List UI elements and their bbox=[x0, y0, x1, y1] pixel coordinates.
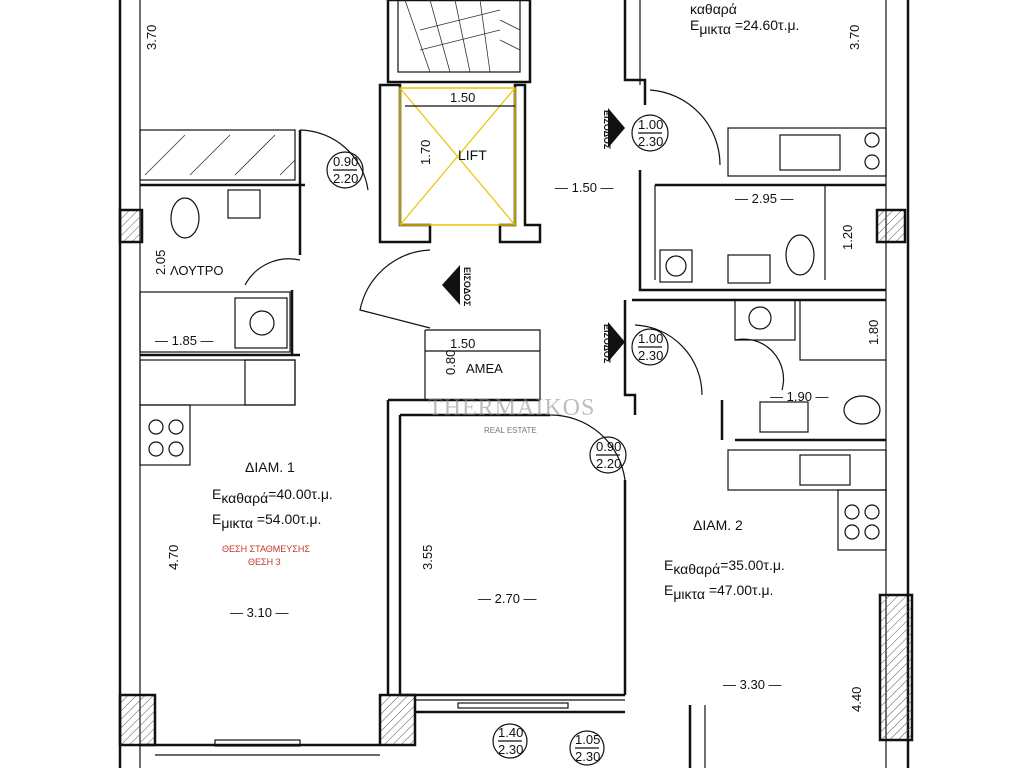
svg-text:2.30: 2.30 bbox=[575, 749, 600, 764]
svg-text:ΘΕΣΗ 3: ΘΕΣΗ 3 bbox=[248, 557, 281, 567]
door-tag: 0.90 2.20 bbox=[326, 151, 364, 189]
svg-text:2.05: 2.05 bbox=[153, 250, 168, 275]
entrance-arrow-icon bbox=[608, 322, 625, 362]
svg-text:ΔΙΑΜ. 1: ΔΙΑΜ. 1 bbox=[245, 459, 295, 475]
svg-text:3.55: 3.55 bbox=[420, 545, 435, 570]
svg-text:Eμικτα =47.00τ.μ.: Eμικτα =47.00τ.μ. bbox=[664, 582, 773, 602]
apt2-walls bbox=[623, 0, 887, 768]
dim-lift-height: 1.70 bbox=[418, 140, 433, 165]
svg-text:— 1.50 —: — 1.50 — bbox=[555, 180, 614, 195]
svg-text:0.90: 0.90 bbox=[333, 154, 358, 169]
svg-text:2.30: 2.30 bbox=[498, 742, 523, 757]
entrance-label: ΕΙΣΟΔΟΣ bbox=[602, 110, 612, 150]
door-tag: 1.40 2.30 bbox=[492, 723, 528, 759]
door-tag: 1.00 2.30 bbox=[631, 328, 669, 366]
door-tags: 0.90 2.20 1.00 2.30 1.00 2.30 0.90 2.20 1.40… bbox=[326, 114, 669, 766]
svg-text:0.90: 0.90 bbox=[596, 439, 621, 454]
door-tag: 1.05 2.30 bbox=[569, 730, 605, 766]
svg-text:1.50: 1.50 bbox=[450, 336, 475, 351]
column bbox=[118, 208, 144, 244]
lift-shaft: 1.50 1.70 LIFT bbox=[378, 83, 542, 244]
apt1-walls bbox=[139, 129, 627, 697]
column bbox=[875, 208, 907, 244]
svg-text:— 3.10 —: — 3.10 — bbox=[230, 605, 289, 620]
svg-text:— 3.30 —: — 3.30 — bbox=[723, 677, 782, 692]
staircase bbox=[386, 0, 532, 84]
svg-text:4.70: 4.70 bbox=[166, 545, 181, 570]
entrance-label: ΕΙΣΟΔΟΣ bbox=[602, 324, 612, 364]
svg-text:1.20: 1.20 bbox=[840, 225, 855, 250]
amea-label: ΑΜΕΑ bbox=[466, 361, 503, 376]
svg-text:Eμικτα =24.60τ.μ.: Eμικτα =24.60τ.μ. bbox=[690, 17, 799, 37]
svg-text:— 1.90 —: — 1.90 — bbox=[770, 389, 829, 404]
svg-text:2.20: 2.20 bbox=[596, 456, 621, 471]
entrance-markers: ΕΙΣΟΔΟΣ ΕΙΣΟΔΟΣ ΕΙΣΟΔΟΣ bbox=[442, 108, 625, 364]
svg-text:3.70: 3.70 bbox=[847, 25, 862, 50]
svg-text:— 1.85 —: — 1.85 — bbox=[155, 333, 214, 348]
entrance-arrow-icon bbox=[442, 265, 460, 305]
watermark: THERMAIKOS REAL ESTATE bbox=[428, 395, 595, 435]
entrance-arrow-icon bbox=[608, 108, 625, 148]
lift-label: LIFT bbox=[458, 147, 487, 163]
door-tag: 0.90 2.20 bbox=[589, 436, 627, 474]
outer-walls bbox=[118, 0, 914, 768]
door-tag: 1.00 2.30 bbox=[631, 114, 669, 152]
svg-text:THERMAIKOS: THERMAIKOS bbox=[428, 395, 595, 421]
svg-text:2.20: 2.20 bbox=[333, 171, 358, 186]
svg-text:1.40: 1.40 bbox=[498, 725, 523, 740]
svg-text:3.70: 3.70 bbox=[144, 25, 159, 50]
svg-text:4.40: 4.40 bbox=[849, 687, 864, 712]
svg-text:REAL ESTATE: REAL ESTATE bbox=[484, 426, 537, 435]
svg-text:— 2.95 —: — 2.95 — bbox=[735, 191, 794, 206]
svg-text:1.05: 1.05 bbox=[575, 732, 600, 747]
bath-label: ΛΟΥΤΡΟ bbox=[170, 263, 224, 278]
svg-text:ΔΙΑΜ. 2: ΔΙΑΜ. 2 bbox=[693, 517, 743, 533]
entrance-label: ΕΙΣΟΔΟΣ bbox=[462, 267, 472, 307]
svg-text:2.30: 2.30 bbox=[638, 348, 663, 363]
column bbox=[878, 593, 914, 742]
svg-text:ΘΕΣΗ ΣΤΑΘΜΕΥΣΗΣ: ΘΕΣΗ ΣΤΑΘΜΕΥΣΗΣ bbox=[222, 544, 310, 554]
svg-text:Eκαθαρά=40.00τ.μ.: Eκαθαρά=40.00τ.μ. bbox=[212, 486, 333, 506]
apt-top-label: καθαρά Eμικτα =24.60τ.μ. bbox=[690, 1, 799, 37]
svg-text:1.00: 1.00 bbox=[638, 117, 663, 132]
svg-text:0.80: 0.80 bbox=[443, 350, 458, 375]
column bbox=[118, 693, 157, 747]
apt1-label: ΔΙΑΜ. 1 Eκαθαρά=40.00τ.μ. Eμικτα =54.00τ… bbox=[212, 459, 333, 567]
svg-text:Eμικτα =54.00τ.μ.: Eμικτα =54.00τ.μ. bbox=[212, 511, 321, 531]
column bbox=[378, 693, 417, 747]
apt2-label: ΔΙΑΜ. 2 Eκαθαρά=35.00τ.μ. Eμικτα =47.00τ… bbox=[664, 517, 785, 602]
apt-top-net-label: καθαρά bbox=[690, 1, 737, 17]
svg-text:Eκαθαρά=35.00τ.μ.: Eκαθαρά=35.00τ.μ. bbox=[664, 557, 785, 577]
svg-text:2.30: 2.30 bbox=[638, 134, 663, 149]
dimensions: 3.70 3.70 — 1.50 — — 2.95 — 1.20 2.05 ΛΟ… bbox=[144, 25, 881, 712]
svg-text:1.00: 1.00 bbox=[638, 331, 663, 346]
dim-lift-width: 1.50 bbox=[450, 90, 475, 105]
svg-text:1.80: 1.80 bbox=[866, 320, 881, 345]
svg-text:— 2.70 —: — 2.70 — bbox=[478, 591, 537, 606]
